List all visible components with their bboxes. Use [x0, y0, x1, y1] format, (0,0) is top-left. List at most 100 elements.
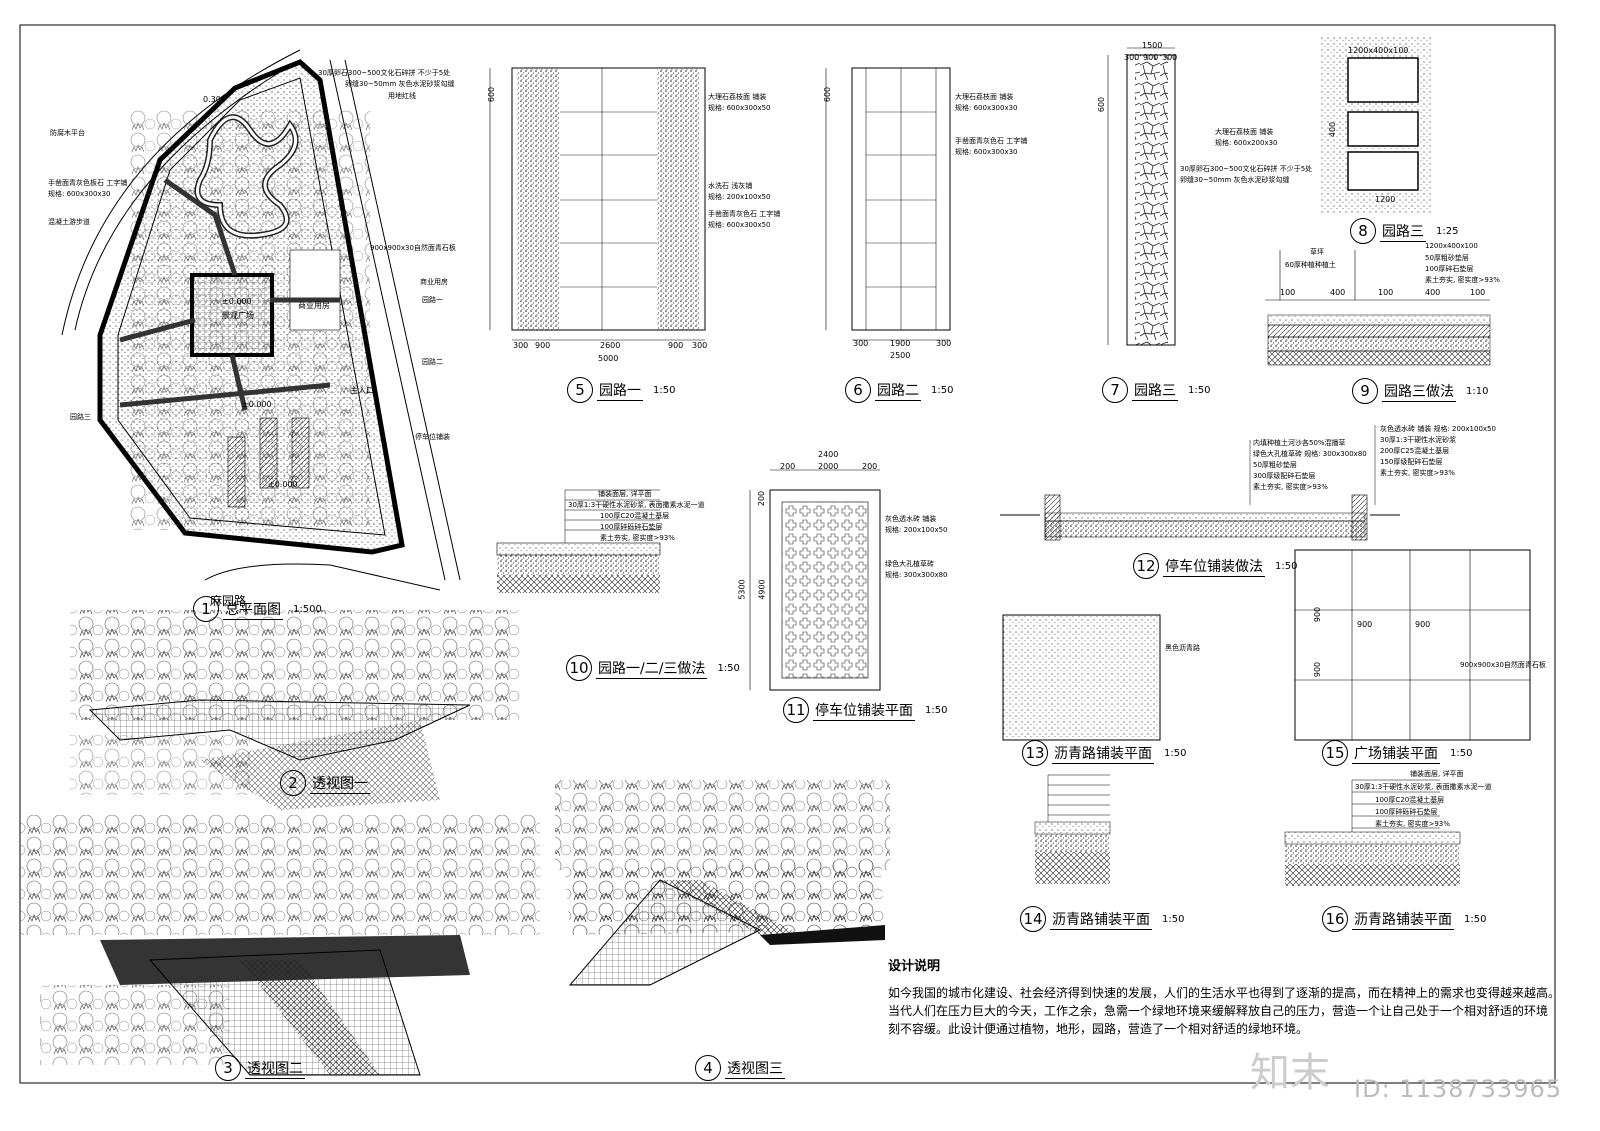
dimension-total: 5300	[737, 579, 747, 600]
callout: 规格: 600x300x30	[48, 190, 111, 198]
callout: 草坪	[1310, 248, 1324, 256]
dimension: 600	[823, 86, 833, 103]
callout: 绿色大孔植草砖	[885, 560, 934, 568]
dimension-total: 2500	[890, 351, 911, 360]
section-9	[1265, 250, 1491, 366]
plaza-label: 景观广场	[222, 311, 254, 320]
callout: 素土夯实, 密实度>93%	[1253, 483, 1328, 491]
callout: 手凿面青灰色石 工字铺	[955, 137, 1028, 145]
site-plan	[61, 49, 461, 591]
callout: 900x900x30自然面青石板	[1460, 661, 1546, 669]
callout: 规格: 200x100x50	[885, 526, 948, 534]
dimension: 900	[1313, 606, 1323, 623]
callout: 900x900x30自然面青石板	[370, 244, 456, 252]
plan-11	[749, 469, 881, 691]
callout: 30厚卵石300~500文化石碎拼 不少于5处	[1180, 165, 1313, 173]
callout: 30厚1:3干硬性水泥砂浆, 表面撒素水泥一道	[1355, 783, 1492, 791]
callout: 铺装面层, 详平面	[598, 490, 652, 498]
dimension: 100	[1470, 288, 1486, 297]
callout: 200厚C25混凝土基层	[1380, 447, 1450, 455]
dimension: 1200x400x100	[1348, 46, 1409, 55]
callout: 用地红线	[388, 92, 416, 100]
callout: 大理石荔枝面 铺装	[708, 93, 767, 101]
callout: 绿色大孔植草砖 规格: 300x300x80	[1253, 450, 1367, 458]
dimension: 300	[1162, 53, 1178, 62]
callout: 灰色透水砖 铺装 规格: 200x100x50	[1380, 425, 1496, 433]
dimension: 200	[862, 462, 878, 471]
dimension: 400	[1425, 288, 1441, 297]
dimension-total: 5000	[598, 354, 619, 363]
callout: 60厚种植种植土	[1285, 261, 1336, 269]
callout: 卵缝30~50mm 灰色水泥砂浆勾缝	[345, 80, 455, 88]
watermark-logo: 知末	[1250, 1050, 1330, 1096]
dimension: 100	[1280, 288, 1296, 297]
plan-6	[825, 67, 951, 341]
callout: 300厚级配碎石垫层	[1253, 472, 1316, 480]
callout: 内填种植土河沙各50%混播草	[1253, 439, 1346, 447]
callout: 商业用房	[420, 278, 448, 286]
dimension-total: 1500	[1142, 41, 1163, 50]
dimension: 2000	[818, 462, 839, 471]
callout: 100厚C20混凝土基层	[600, 512, 670, 520]
callout: 30厚卵石300~500文化石碎拼 不少于5处	[318, 69, 451, 77]
dimension: 400	[1328, 121, 1338, 138]
section-12	[1000, 425, 1400, 541]
dimension: 600	[487, 86, 497, 103]
dimension: 2600	[600, 341, 621, 350]
dimension: 300	[1124, 53, 1140, 62]
callout: 园路二	[422, 358, 443, 366]
dimension: 600	[1097, 96, 1107, 113]
callout: 园路三	[70, 413, 91, 421]
dimension: 900	[1415, 620, 1431, 629]
callout: 大理石荔枝面 铺装	[1215, 128, 1274, 136]
shop-label: 商业用房	[298, 301, 330, 310]
callout: 大理石荔枝面 铺装	[955, 93, 1014, 101]
watermark-id: ID: 1138733965	[1354, 1075, 1562, 1103]
callout: 30厚1:3干硬性水泥砂浆	[1380, 436, 1457, 444]
callout: 规格: 600x300x30	[955, 104, 1018, 112]
dimension: 900	[1143, 53, 1159, 62]
dimension: 200	[780, 462, 796, 471]
callout: 30厚1:3干硬性水泥砂浆, 表面撒素水泥一道	[568, 501, 705, 509]
callout: 50厚粗砂垫层	[1425, 254, 1469, 262]
dimension: 400	[1330, 288, 1346, 297]
plan-8	[1320, 35, 1432, 213]
dimension: 300	[853, 339, 869, 348]
dimension: 100	[1378, 288, 1394, 297]
callout: 园路一	[422, 296, 443, 304]
elevation-label: 0.300	[203, 95, 226, 104]
callout: 铺装面层, 详平面	[1410, 770, 1464, 778]
callout: 100厚碎砾碎石垫层	[600, 523, 663, 531]
perspective-2	[70, 610, 520, 810]
callout: 100厚碎石垫层	[1425, 265, 1474, 273]
callout: 灰色透水砖 铺装	[885, 515, 937, 523]
dimension: 900	[1357, 620, 1373, 629]
dimension: 900	[535, 341, 551, 350]
dimension: 900	[1313, 661, 1323, 678]
section-14	[1034, 774, 1111, 884]
road-name: 麻园路	[210, 594, 247, 608]
dimension: 4900	[757, 579, 767, 600]
callout: 1200x400x100	[1425, 242, 1478, 250]
callout: 素土夯实, 密实度>93%	[1380, 469, 1455, 477]
entrance-label: 主入口	[350, 386, 374, 395]
callout: 规格: 600x300x30	[955, 148, 1018, 156]
callout: 素土夯实, 密实度>93%	[1425, 276, 1500, 284]
callout: 规格: 600x300x50	[708, 221, 771, 229]
callout: 手凿面青灰色石 工字铺	[708, 210, 781, 218]
dimension: 1200	[1375, 195, 1396, 204]
plan-7	[1107, 47, 1176, 346]
elevation-label: ±0.000	[222, 297, 252, 306]
